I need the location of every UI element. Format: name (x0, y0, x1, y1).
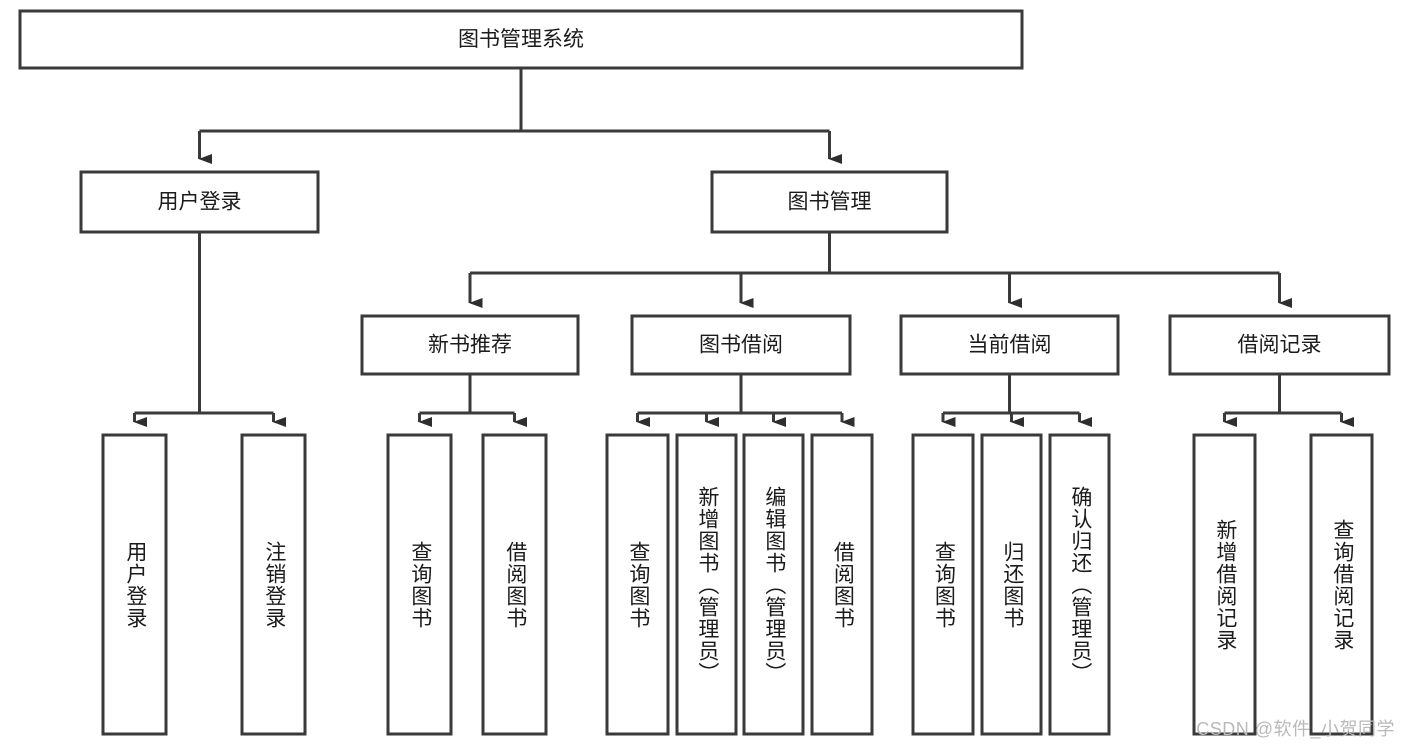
node-user-login[interactable]: 用户登录 (79, 170, 320, 234)
node-leaf-borrow-book-1[interactable] (481, 433, 548, 736)
node-book-manage-label: 图书管理 (788, 191, 872, 214)
node-leaf-return-book[interactable] (980, 433, 1043, 736)
node-leaf-query-record[interactable] (1309, 433, 1374, 736)
node-leaf-query-book-2[interactable] (605, 433, 670, 736)
node-leaf-confirm-return[interactable] (1048, 433, 1111, 736)
node-current-borrow-label: 当前借阅 (968, 334, 1052, 357)
node-leaf-query-book-1[interactable] (386, 433, 453, 736)
node-new-book-recommend-label: 新书推荐 (428, 334, 512, 357)
node-leaf-add-book[interactable] (675, 433, 738, 736)
node-borrow-record[interactable]: 借阅记录 (1168, 314, 1391, 376)
node-current-borrow[interactable]: 当前借阅 (899, 314, 1120, 376)
node-root[interactable]: 图书管理系统 (18, 9, 1024, 70)
node-borrow-record-label: 借阅记录 (1238, 334, 1322, 357)
watermark-text: CSDN @软件_小贺同学 (1196, 719, 1395, 739)
node-book-borrow-label: 图书借阅 (699, 334, 783, 357)
node-leaf-query-book-3[interactable] (911, 433, 975, 736)
node-book-manage[interactable]: 图书管理 (710, 170, 949, 234)
node-leaf-add-record[interactable] (1192, 433, 1257, 736)
node-leaf-borrow-book-2[interactable] (810, 433, 874, 736)
node-leaf-edit-book[interactable] (742, 433, 805, 736)
node-root-label: 图书管理系统 (458, 28, 584, 51)
node-user-login-label: 用户登录 (158, 191, 242, 214)
node-new-book-recommend[interactable]: 新书推荐 (360, 314, 580, 376)
node-book-borrow[interactable]: 图书借阅 (630, 314, 852, 376)
connector-layer (133, 68, 1354, 427)
node-leaf-user-login[interactable] (101, 433, 168, 736)
node-leaf-logout[interactable] (240, 433, 307, 736)
